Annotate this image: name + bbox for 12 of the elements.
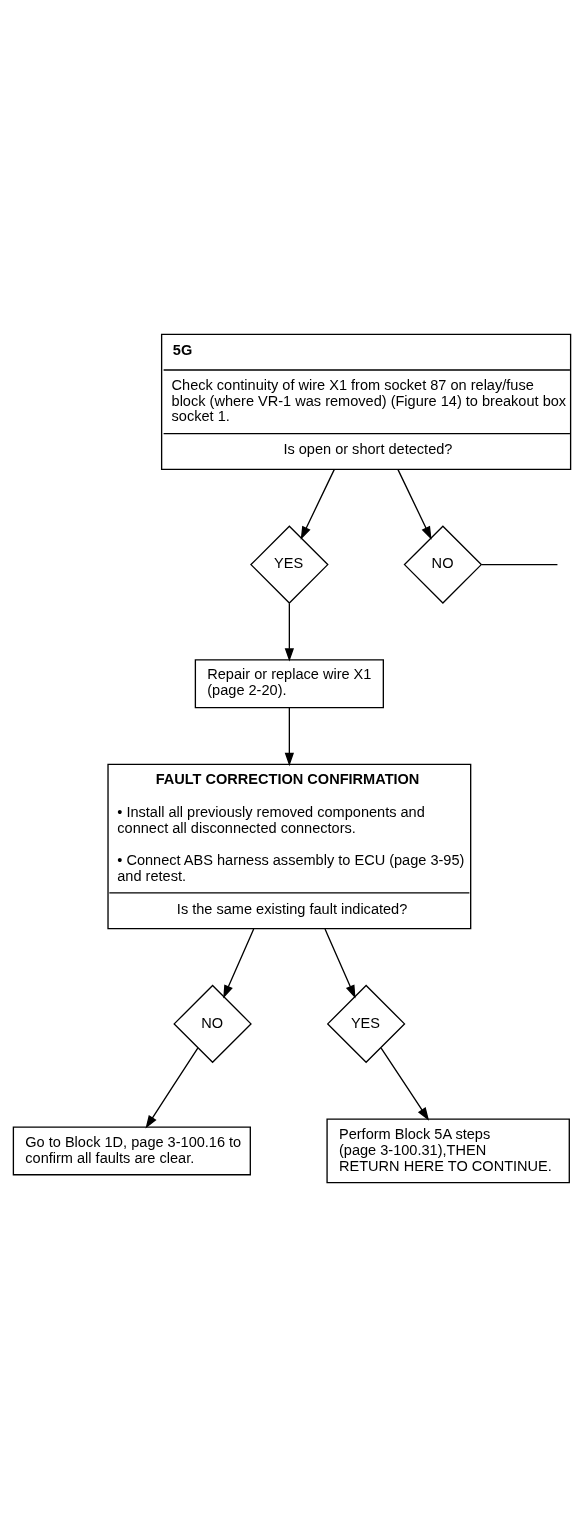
- arrow: [223, 928, 255, 999]
- node-box: Repair or replace wire X1 (page 2-20).: [194, 659, 384, 709]
- node-box: Go to Block 1D, page 3-100.16 to confirm all faults are clear.: [12, 1126, 251, 1176]
- arrow: [300, 468, 335, 540]
- arrow: [145, 1047, 199, 1129]
- arrow: [284, 602, 294, 662]
- connector: [480, 563, 559, 566]
- arrow: [397, 468, 432, 540]
- arrow: [284, 707, 294, 767]
- arrow: [324, 928, 356, 999]
- arrow: [380, 1047, 430, 1121]
- node-box: Perform Block 5A steps (page 3-100.31),THEN RETURN HERE TO CONTINUE.: [326, 1118, 570, 1184]
